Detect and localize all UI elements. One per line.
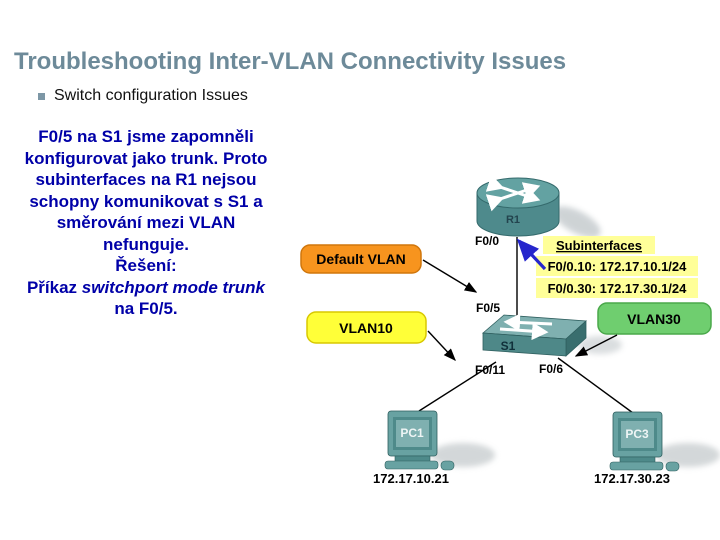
pc1-icon: PC1 — [384, 410, 455, 471]
default-vlan-callout: Default VLAN — [300, 244, 478, 293]
bullet-text: Switch configuration Issues — [54, 87, 248, 104]
blue-arrow — [516, 238, 547, 271]
note-line: subinterfaces na R1 nejsou — [35, 170, 257, 189]
pc1-name-label: PC1 — [400, 426, 424, 440]
router-shadow — [553, 206, 601, 238]
bullet-item: Switch configuration Issues — [38, 87, 248, 105]
pc3-shadow — [656, 443, 720, 467]
router-icon: R1 — [476, 174, 560, 237]
switch-icon: S1 — [482, 313, 587, 357]
pc1-ip-label: 172.17.10.21 — [373, 471, 449, 486]
vlan10-label: VLAN10 — [339, 320, 393, 336]
page-title: Troubleshooting Inter-VLAN Connectivity … — [14, 48, 567, 75]
note-line: nefunguje. — [103, 234, 189, 254]
note-text-block: F0/5 na S1 jsme zapomněli konfigurovat j… — [0, 126, 292, 320]
pc3-ip-label: 172.17.30.23 — [594, 471, 670, 486]
vlan30-arrow — [574, 334, 618, 357]
pc3-port-label: F0/6 — [539, 362, 563, 376]
vlan30-label: VLAN30 — [627, 311, 681, 327]
vlan10-arrow — [427, 330, 456, 362]
note-line: F0/5 na S1 jsme zapomněli — [38, 127, 254, 146]
pc3-name-label: PC3 — [625, 427, 649, 441]
subinterface-2-label: F0/0.30: 172.17.30.1/24 — [548, 281, 688, 296]
vlan10-callout: VLAN10 — [306, 311, 456, 362]
pc1-port-label: F0/11 — [475, 363, 505, 377]
subinterfaces-title: Subinterfaces — [556, 238, 642, 253]
router-port-label: F0/0 — [475, 234, 499, 248]
link-switch-pc1 — [418, 361, 497, 412]
pc1-shadow — [431, 443, 495, 467]
note-line: směrování mezi VLAN — [56, 213, 236, 232]
note-line: schopny komunikovat s S1 a — [29, 191, 263, 211]
note-command-prefix: Příkaz — [26, 277, 82, 297]
note-line: Řešení: — [115, 256, 177, 275]
subinterface-1-label: F0/0.10: 172.17.10.1/24 — [548, 259, 688, 274]
subinterfaces-callout: Subinterfaces F0/0.10: 172.17.10.1/24 F0… — [536, 236, 698, 298]
trunk-port-label: F0/5 — [476, 301, 500, 315]
bullet-square-icon — [38, 92, 45, 100]
note-line: konfigurovat jako trunk. Proto — [24, 148, 268, 168]
pc3-icon: PC3 — [609, 411, 680, 472]
link-switch-pc3 — [557, 357, 634, 414]
note-command: switchport mode trunk — [81, 277, 266, 297]
note-command-line: Příkaz switchport mode trunk — [0, 277, 292, 299]
router-name-label: R1 — [506, 214, 520, 226]
note-line: na F0/5. — [114, 299, 178, 318]
switch-name-label: S1 — [501, 339, 516, 353]
default-vlan-arrow — [422, 259, 478, 293]
default-vlan-label: Default VLAN — [316, 251, 405, 267]
vlan30-callout: VLAN30 — [574, 302, 712, 357]
